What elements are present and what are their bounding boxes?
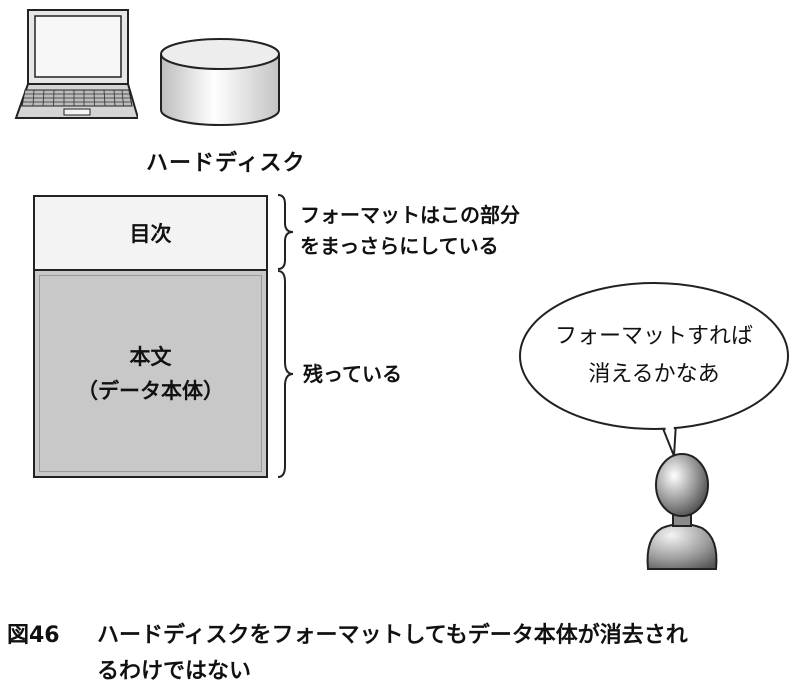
- toc-section: 目次: [35, 197, 266, 271]
- caption-line2: るわけではない: [97, 659, 252, 684]
- toc-brace: [277, 194, 294, 270]
- data-body-label-line2: （データ本体）: [77, 378, 224, 403]
- format-note-line1: フォーマットはこの部分: [300, 203, 520, 227]
- hard-disk-icon: [160, 38, 280, 126]
- data-body-brace: [277, 270, 294, 478]
- speech-bubble-line1: フォーマットすれば: [554, 324, 753, 349]
- speech-bubble: [519, 282, 789, 457]
- hard-disk-label: ハードディスク: [146, 151, 306, 176]
- disk-structure-box: 目次 本文 （データ本体）: [33, 195, 268, 478]
- speech-bubble-text: フォーマットすれば 消えるかなあ: [534, 318, 774, 394]
- format-note: フォーマットはこの部分 をまっさらにしている: [300, 200, 520, 262]
- data-body-label-line1: 本文: [129, 344, 172, 369]
- figure-caption: 図46 ハードディスクをフォーマットしてもデータ本体が消去され るわけではない: [7, 618, 688, 690]
- laptop-icon: [14, 9, 138, 119]
- toc-label: 目次: [129, 222, 172, 246]
- format-note-line2: をまっさらにしている: [300, 234, 499, 258]
- person-icon: [646, 453, 718, 570]
- caption-line1: ハードディスクをフォーマットしてもデータ本体が消去され: [97, 623, 688, 648]
- figure-number: 図46: [7, 623, 60, 648]
- data-body-section: 本文 （データ本体）: [35, 271, 266, 476]
- remains-note: 残っている: [303, 362, 402, 386]
- speech-bubble-line2: 消えるかなあ: [588, 362, 720, 387]
